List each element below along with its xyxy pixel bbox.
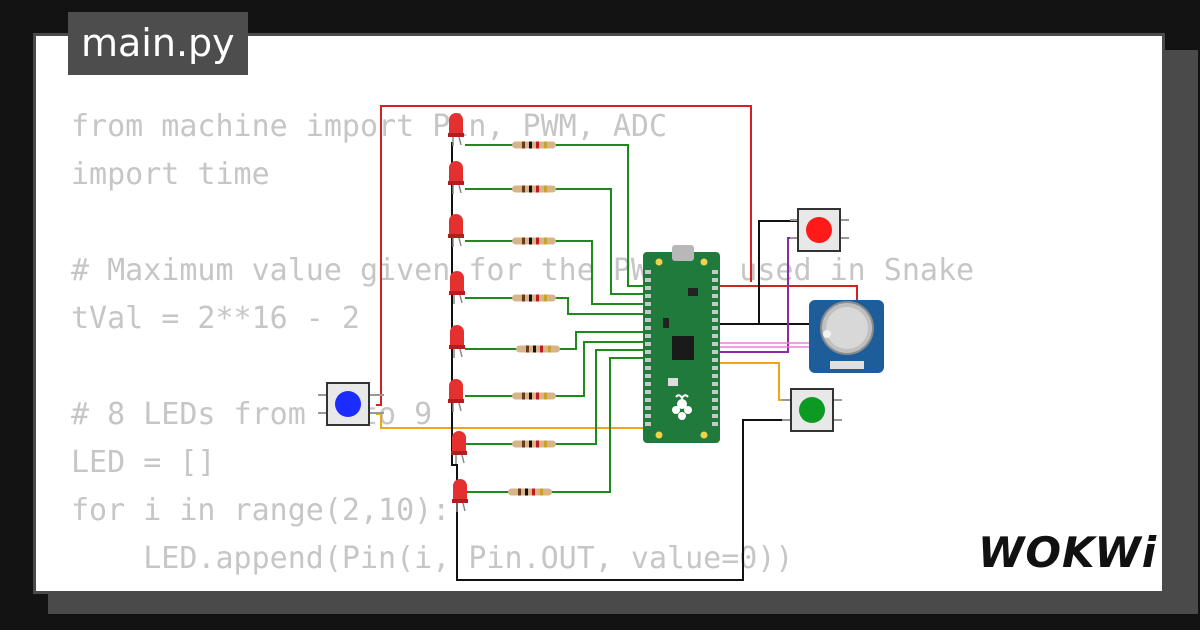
wokwi-logo: WOKWi	[978, 528, 1158, 577]
pico-board	[643, 245, 720, 443]
red-led	[451, 478, 469, 513]
analog-joystick[interactable]	[809, 300, 884, 373]
green-pushbutton[interactable]	[782, 388, 842, 432]
wire-black	[451, 142, 792, 581]
code-line: import time	[71, 157, 270, 192]
code-line: LED = []	[71, 445, 216, 480]
resistor	[512, 237, 556, 245]
filename-tab: main.py	[68, 12, 248, 75]
resistor	[512, 392, 556, 400]
code-line: LED.append(Pin(i, Pin.OUT, value=0))	[71, 541, 794, 576]
code-line: tVal = 2**16 - 2	[71, 301, 360, 336]
resistor	[512, 141, 556, 149]
resistor	[512, 294, 556, 302]
red-led	[447, 112, 465, 147]
resistor	[512, 185, 556, 193]
code-line: for i in range(2,10):	[71, 493, 451, 528]
wire-red	[376, 105, 752, 406]
code-preview: from machine import Pin, PWM, ADC import…	[71, 103, 974, 583]
resistor	[512, 440, 556, 448]
red-led	[450, 430, 468, 465]
resistor	[508, 488, 552, 496]
wire-orange	[713, 362, 792, 401]
resistor	[516, 345, 560, 353]
wire-orange	[376, 413, 645, 429]
wire-purple	[713, 237, 800, 353]
red-pushbutton[interactable]	[790, 208, 849, 252]
red-led	[447, 378, 465, 413]
wire-black	[713, 220, 800, 325]
blue-pushbutton[interactable]	[318, 382, 384, 426]
wire-green	[465, 144, 645, 493]
code-line: from machine import Pin, PWM, ADC	[71, 109, 668, 144]
raspberry-logo-icon	[672, 394, 692, 420]
red-led	[447, 160, 465, 195]
red-led	[447, 213, 465, 248]
